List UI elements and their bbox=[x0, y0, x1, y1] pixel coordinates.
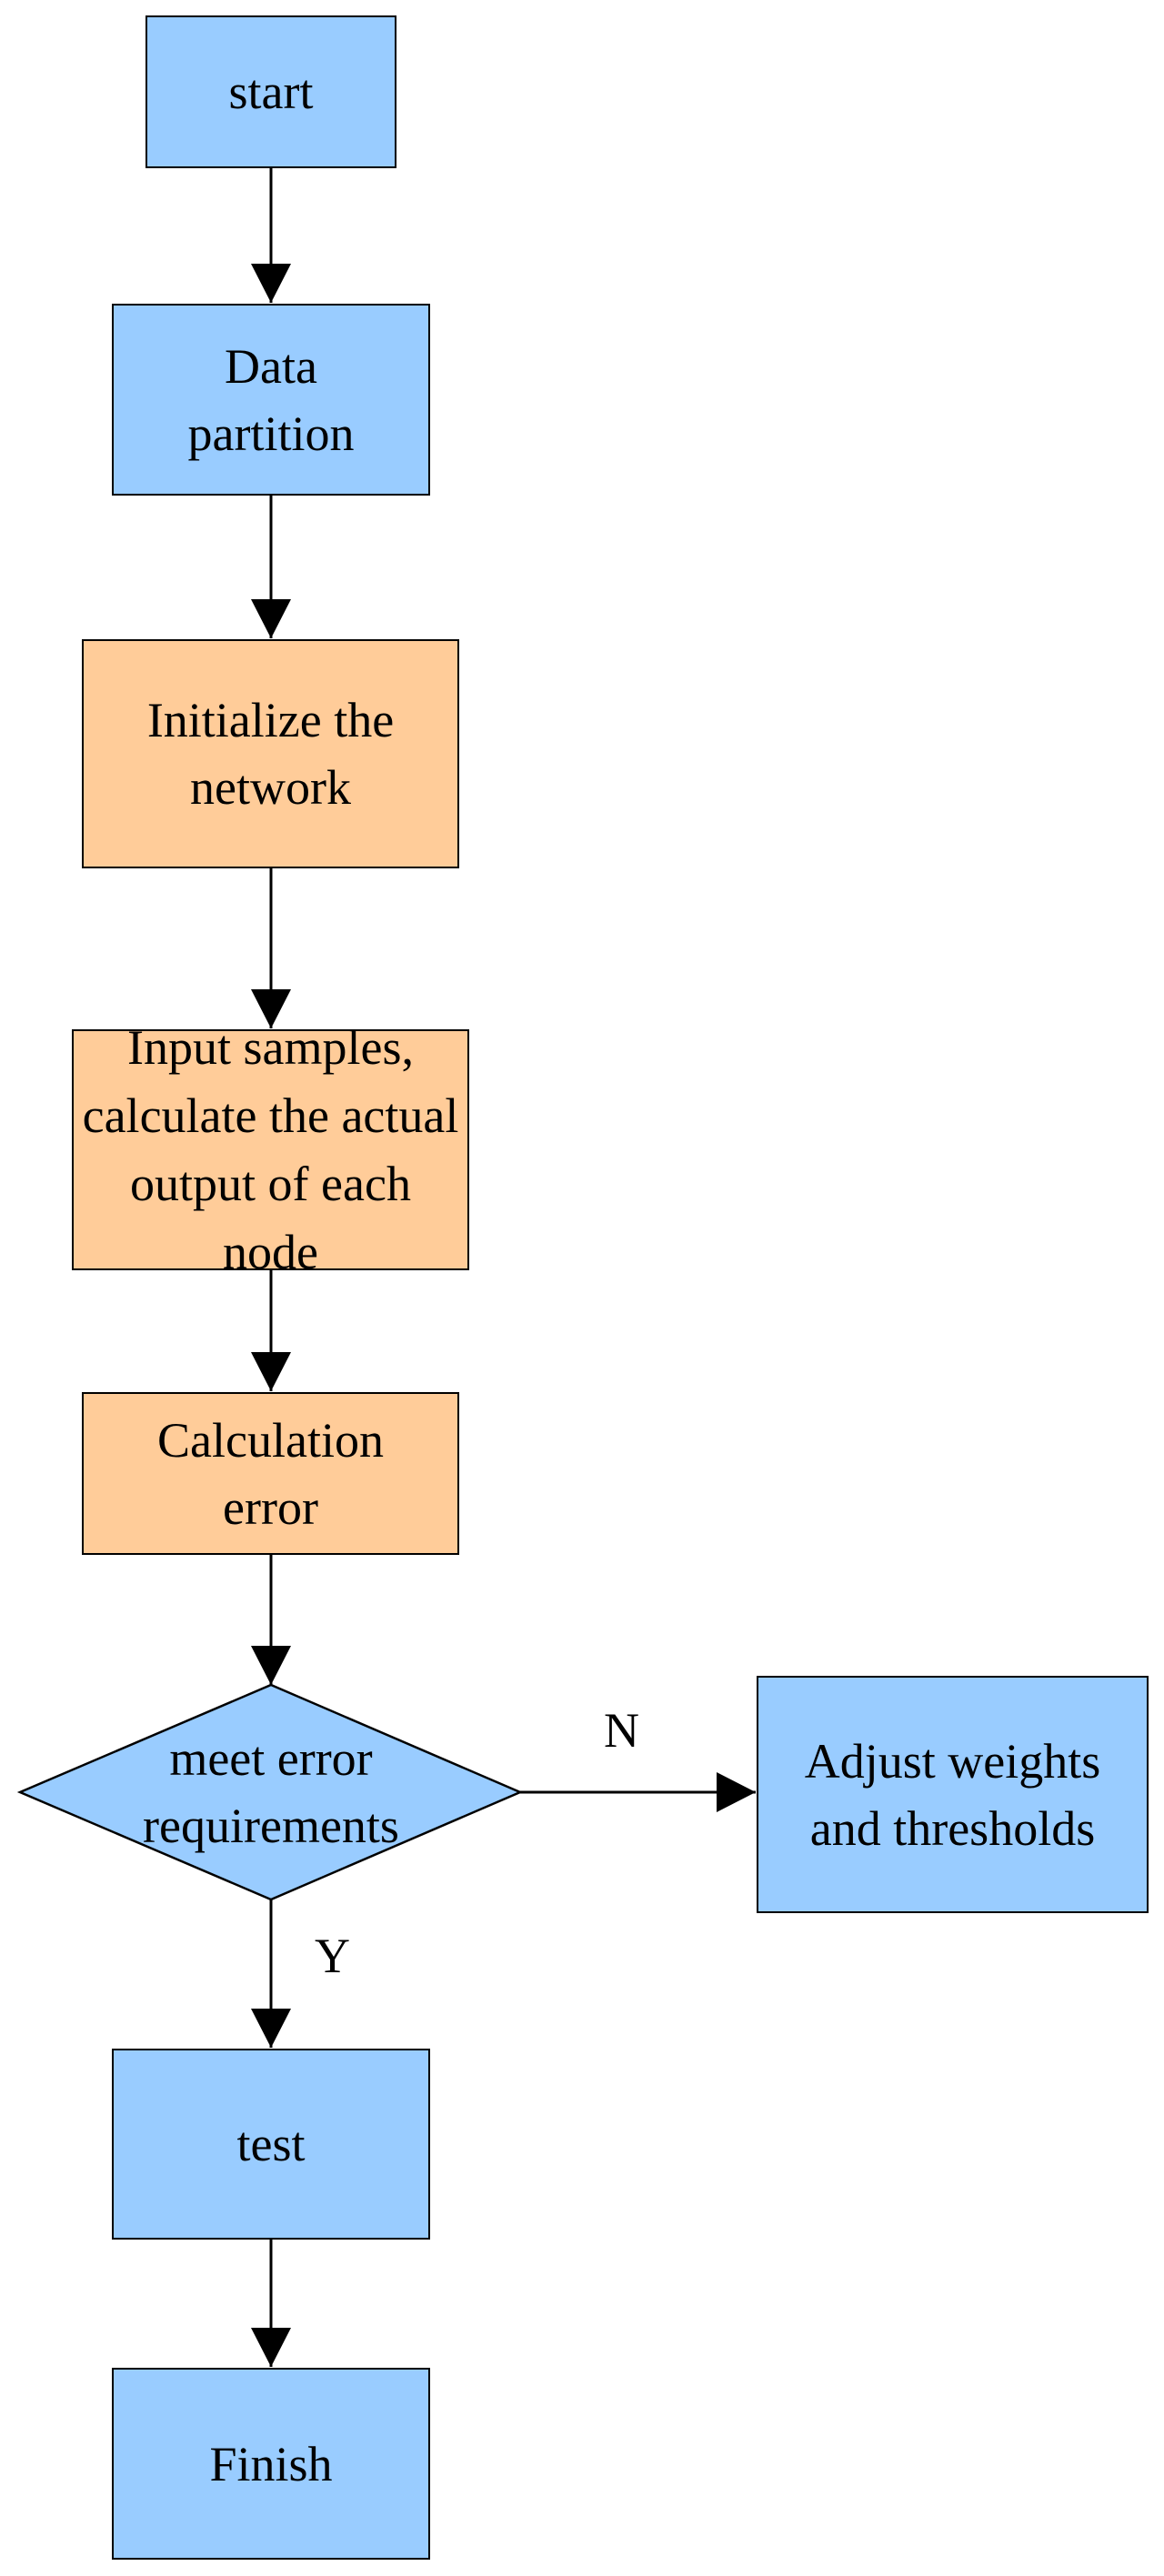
arrowhead-calc-error bbox=[251, 1352, 291, 1391]
calculation-error-node: Calculation error bbox=[82, 1392, 459, 1555]
test-node: test bbox=[112, 2049, 430, 2240]
initialize-network-node-label: Initialize the network bbox=[146, 693, 395, 815]
start-node-label: start bbox=[228, 65, 314, 119]
arrowhead-initialize bbox=[251, 599, 291, 638]
arrowhead-input-samples bbox=[251, 989, 291, 1028]
calculation-error-node-label: Calculation error bbox=[157, 1412, 384, 1535]
arrowhead-decision bbox=[251, 1646, 291, 1685]
edge-label-no: N bbox=[604, 1703, 639, 1758]
finish-node-label: Finish bbox=[209, 2436, 333, 2491]
finish-node: Finish bbox=[112, 2368, 430, 2560]
decision-node-label: meet error requirements bbox=[143, 1731, 399, 1853]
arrowhead-finish bbox=[251, 2328, 291, 2367]
decision-node-label-wrap: meet error requirements bbox=[100, 1723, 442, 1861]
data-partition-node: Data partition bbox=[112, 304, 430, 496]
arrowhead-data-partition bbox=[251, 264, 291, 303]
adjust-weights-node: Adjust weights and thresholds bbox=[757, 1676, 1149, 1913]
adjust-weights-node-label: Adjust weights and thresholds bbox=[804, 1733, 1101, 1856]
input-samples-node: Input samples, calculate the actual outp… bbox=[72, 1029, 469, 1270]
arrowhead-adjust bbox=[717, 1772, 756, 1812]
initialize-network-node: Initialize the network bbox=[82, 639, 459, 868]
arrowhead-test bbox=[251, 2009, 291, 2048]
edge-label-yes: Y bbox=[315, 1929, 350, 1983]
test-node-label: test bbox=[236, 2117, 306, 2171]
input-samples-node-label: Input samples, calculate the actual outp… bbox=[82, 1029, 459, 1270]
start-node: start bbox=[146, 15, 396, 168]
data-partition-node-label: Data partition bbox=[187, 338, 355, 461]
